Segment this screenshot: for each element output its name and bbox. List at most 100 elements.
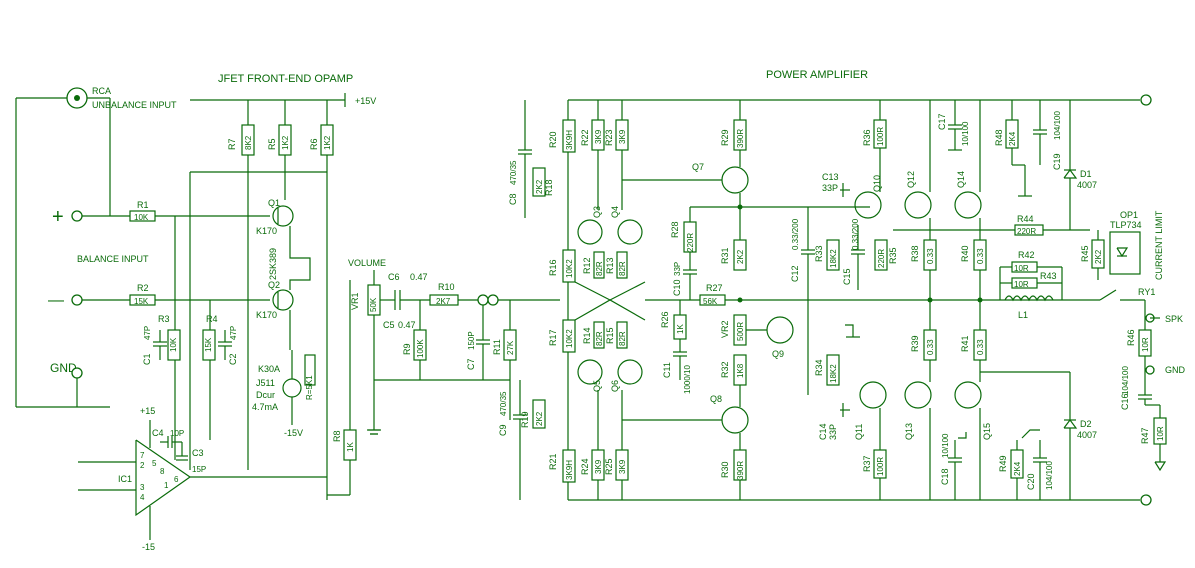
ground-symbol — [367, 429, 381, 435]
svg-text:5: 5 — [152, 459, 157, 468]
svg-text:VR1: VR1 — [350, 292, 360, 310]
r16-resistor: R16 10K2 — [548, 249, 576, 283]
minus-input-sign: — — [48, 292, 64, 309]
r28-resistor: R28 220R — [670, 206, 870, 253]
svg-text:C19: C19 — [1052, 153, 1062, 170]
diff-pair-wire — [574, 281, 646, 301]
svg-text:Q1: Q1 — [268, 198, 280, 208]
r35-resistor: R35 220R — [874, 239, 898, 271]
r1-resistor: R1 10K — [129, 200, 156, 222]
jfet-current-source: K30A J511 Dcur 4.7mA -15V R=5K1 — [252, 350, 316, 438]
c16-capacitor: C16 104/100 — [1120, 366, 1152, 410]
rca-label: RCA — [92, 86, 111, 96]
svg-text:-15: -15 — [142, 542, 155, 552]
svg-text:0.33: 0.33 — [976, 248, 985, 264]
svg-text:10K2: 10K2 — [565, 329, 574, 348]
svg-text:2K2: 2K2 — [1094, 249, 1103, 264]
svg-text:1K2: 1K2 — [281, 135, 290, 150]
svg-text:R21: R21 — [548, 453, 558, 470]
svg-text:8: 8 — [160, 467, 165, 476]
svg-text:4007: 4007 — [1077, 430, 1097, 440]
svg-text:R29: R29 — [720, 129, 730, 146]
svg-text:C8: C8 — [508, 193, 518, 205]
svg-text:R30: R30 — [720, 461, 730, 478]
svg-text:C1: C1 — [142, 353, 152, 365]
svg-text:C9: C9 — [498, 424, 508, 436]
svg-text:2K2: 2K2 — [535, 411, 544, 426]
svg-text:Q7: Q7 — [692, 162, 704, 172]
c20-capacitor: C20 104/100 — [1026, 440, 1054, 500]
svg-text:500R: 500R — [736, 322, 745, 341]
svg-text:1K2: 1K2 — [323, 135, 332, 150]
svg-text:220R: 220R — [686, 233, 695, 252]
r44-resistor: R44 220R — [893, 214, 1090, 236]
q12-transistor: Q12 — [904, 171, 932, 219]
r49-resistor: R49 2K4 — [998, 429, 1040, 500]
svg-text:390R: 390R — [736, 129, 745, 148]
r2-resistor: R2 15K — [129, 283, 156, 306]
svg-text:82R: 82R — [595, 261, 604, 276]
svg-text:15P: 15P — [192, 465, 206, 474]
r8-resistor: R8 1K — [327, 280, 357, 496]
svg-text:82R: 82R — [595, 331, 604, 346]
svg-text:R28: R28 — [670, 221, 680, 238]
unbalance-input-label: UNBALANCE INPUT — [92, 100, 177, 110]
svg-text:3K9H: 3K9H — [565, 460, 574, 480]
diff-pair-wire — [574, 299, 646, 321]
svg-text:C12: C12 — [790, 265, 800, 282]
svg-text:47P: 47P — [229, 326, 238, 340]
svg-text:0.33/200: 0.33/200 — [791, 218, 800, 250]
svg-text:220R: 220R — [1017, 227, 1036, 236]
c19-capacitor: C19 104/100 — [1033, 100, 1062, 170]
r3-resistor: R3 10K — [158, 216, 181, 460]
svg-text:K30A: K30A — [258, 364, 280, 374]
spk-label: SPK — [1165, 314, 1183, 324]
svg-text:4: 4 — [140, 493, 145, 502]
svg-text:1000/10: 1000/10 — [683, 365, 692, 394]
svg-text:+15: +15 — [140, 406, 155, 416]
d2-diode: D2 4007 — [1063, 372, 1097, 500]
gnd-right-terminal[interactable] — [1145, 365, 1155, 375]
balance-minus-terminal — [71, 294, 83, 306]
svg-text:C4: C4 — [152, 428, 164, 438]
r36-resistor: R36 100R — [862, 100, 887, 192]
svg-text:R8: R8 — [332, 430, 342, 442]
svg-text:100K: 100K — [416, 339, 425, 358]
q6-transistor: Q6 — [610, 359, 643, 392]
svg-text:R19: R19 — [520, 411, 530, 428]
c2-capacitor: C2 47P — [218, 326, 238, 365]
q15-transistor: Q15 — [954, 381, 992, 440]
positive-rail-terminal — [1140, 94, 1152, 106]
svg-text:390R: 390R — [736, 461, 745, 480]
svg-text:100R: 100R — [876, 127, 885, 146]
q13-transistor: Q13 — [904, 381, 932, 440]
r46-resistor: R46 10R — [1126, 318, 1152, 370]
svg-text:-15V: -15V — [284, 428, 303, 438]
svg-text:R38: R38 — [910, 245, 920, 262]
svg-text:104/100: 104/100 — [1121, 366, 1130, 395]
svg-text:470/35: 470/35 — [509, 160, 518, 185]
c5-c6-capacitors: C6 0.47 C5 0.47 — [383, 272, 430, 330]
r37-resistor: R37 100R — [862, 408, 887, 500]
svg-text:R20: R20 — [548, 131, 558, 148]
q11-transistor: Q11 — [854, 381, 887, 440]
svg-text:R40: R40 — [960, 245, 970, 262]
frontend-title: JFET FRONT-END OPAMP — [218, 73, 353, 85]
c18-capacitor: C18 10/100 — [940, 432, 967, 500]
svg-text:7: 7 — [140, 451, 145, 460]
r19-resistor: R19 2K2 — [520, 399, 546, 429]
svg-text:D1: D1 — [1080, 169, 1092, 179]
junction — [927, 297, 933, 303]
gnd-left-label: GND — [50, 361, 77, 375]
ground-ref — [845, 324, 854, 337]
c12-capacitor: C12 0.33/200 — [790, 207, 815, 395]
c7-capacitor: C7 150P — [466, 305, 490, 380]
q9-transistor: Q9 — [746, 316, 794, 359]
svg-text:L1: L1 — [1018, 310, 1028, 320]
volume-label: VOLUME — [348, 258, 386, 268]
svg-text:2K2: 2K2 — [535, 179, 544, 194]
svg-text:CURRENT LIMIT: CURRENT LIMIT — [1154, 210, 1164, 280]
svg-text:3K9: 3K9 — [594, 129, 603, 144]
vr1-potentiometer: VR1 50K — [350, 270, 381, 435]
svg-text:Q4: Q4 — [610, 206, 620, 218]
